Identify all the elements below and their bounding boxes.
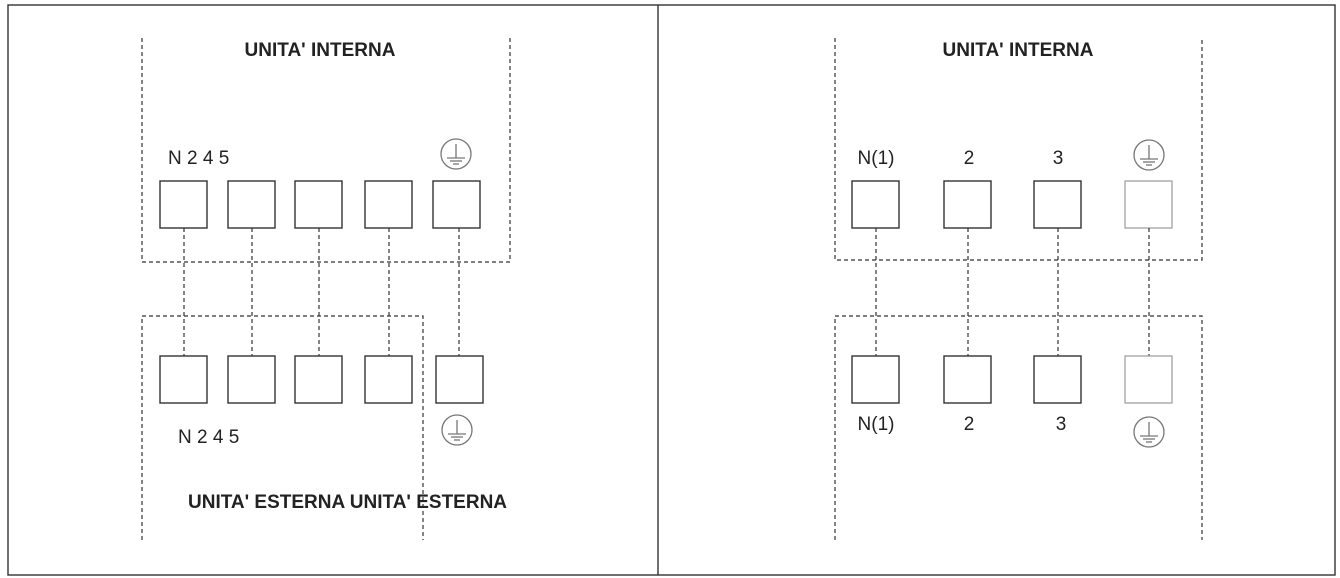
right-indoor-ground-box [1124,180,1173,229]
left-indoor-terminal-box [227,180,276,229]
right-outdoor-terminal-label: 3 [1056,414,1067,435]
right-indoor-terminal-box [943,180,992,229]
left-indoor-terminal-box [364,180,413,229]
right-outdoor-terminal-box [851,355,900,404]
right-indoor-boundary [834,38,1203,261]
left-indoor-terminal-box [432,180,481,229]
outer-frame [7,4,1336,576]
left-panel: UNITA' INTERNA N 2 4 5 N 2 4 5 [141,38,511,540]
right-panel: UNITA' INTERNA N(1) 2 3 N(1) 2 3 [834,38,1203,540]
left-indoor-title: UNITA' INTERNA [245,40,396,61]
right-outdoor-boundary [834,315,1203,540]
left-indoor-terminal-box [159,180,208,229]
right-indoor-terminal-label: 3 [1053,148,1064,169]
right-indoor-terminal-box [1033,180,1082,229]
right-indoor-terminal-label: 2 [964,148,975,169]
left-indoor-terminal-box [294,180,343,229]
right-outdoor-terminal-label: N(1) [858,414,895,435]
left-outdoor-terminal-box [294,355,343,404]
left-outdoor-terminal-box [227,355,276,404]
left-outdoor-terminal-box [364,355,413,404]
left-indoor-boundary [141,38,511,263]
left-indoor-terminal-labels: N 2 4 5 [168,148,229,169]
left-outdoor-terminal-labels: N 2 4 5 [178,427,239,448]
ground-icon [440,138,472,170]
right-indoor-terminal-label: N(1) [858,148,895,169]
right-outdoor-terminal-label: 2 [964,414,975,435]
left-outdoor-boundary [141,315,424,540]
right-indoor-terminal-box [851,180,900,229]
ground-icon [1133,139,1165,171]
right-outdoor-ground-box [1124,355,1173,404]
right-indoor-title: UNITA' INTERNA [943,40,1094,61]
ground-icon [1133,416,1165,448]
right-outdoor-terminal-box [1033,355,1082,404]
left-outdoor-title: UNITA' ESTERNA UNITA' ESTERNA [188,492,507,513]
left-outdoor-terminal-box [435,355,484,404]
ground-icon [441,414,473,446]
left-outdoor-terminal-box [159,355,208,404]
right-outdoor-terminal-box [943,355,992,404]
